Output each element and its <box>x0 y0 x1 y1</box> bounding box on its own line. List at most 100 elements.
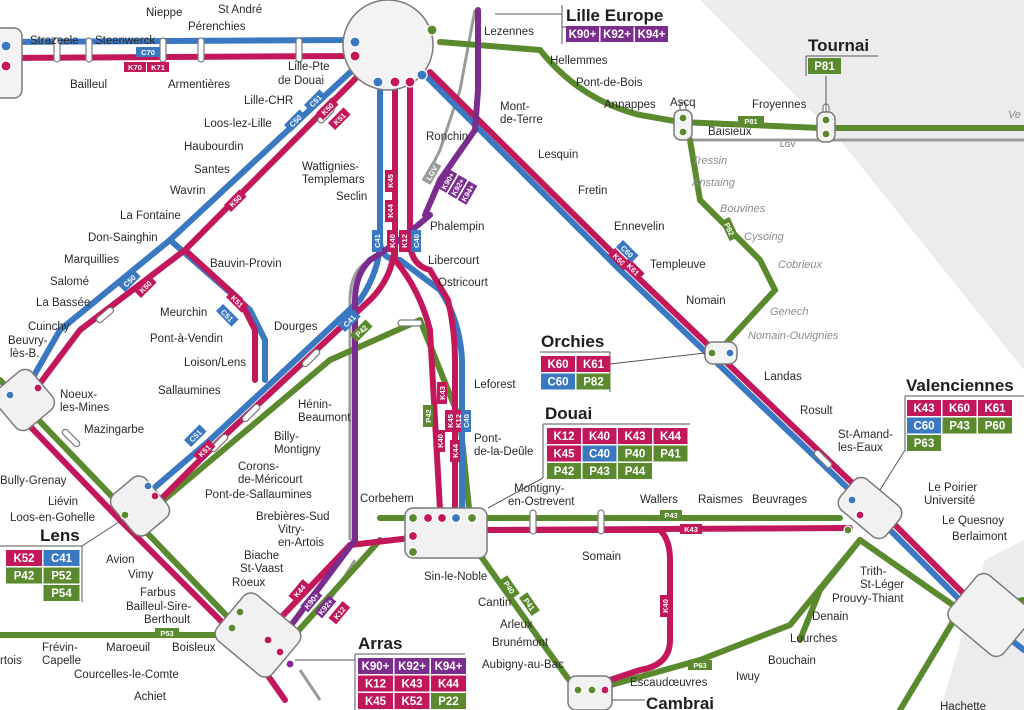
station-label: Fretin <box>578 185 607 197</box>
station-label: Escaudœuvres <box>630 677 708 689</box>
line-badge[interactable] <box>978 417 1012 434</box>
line-badge[interactable] <box>394 693 430 709</box>
line-badge[interactable] <box>358 693 393 709</box>
station-label: Santes <box>194 164 230 176</box>
line-badge[interactable] <box>808 58 841 74</box>
line-badge[interactable] <box>653 428 688 444</box>
line-badge-label: K52 <box>401 696 422 708</box>
station-label: St André <box>218 4 262 16</box>
line-badge[interactable] <box>942 417 977 434</box>
line-badge[interactable] <box>547 428 581 444</box>
tag-c70: C70 <box>141 48 155 57</box>
line-badge[interactable] <box>600 26 634 42</box>
line-badge[interactable] <box>6 550 42 566</box>
hub-lens[interactable]: Lens <box>0 519 123 602</box>
line-badge[interactable] <box>394 658 430 674</box>
line-badge[interactable] <box>431 658 466 674</box>
line-badge[interactable] <box>618 445 652 462</box>
station-label: Bully-Grenay <box>0 475 67 487</box>
station-label: Maroeuil <box>106 642 150 654</box>
station-label: Marquillies <box>64 254 119 266</box>
station-marker <box>529 509 537 535</box>
station-marker <box>197 37 205 63</box>
line-badge-label: K12 <box>365 679 386 691</box>
line-badge[interactable] <box>541 373 575 390</box>
station-label: Bailleul <box>70 79 107 91</box>
station-label: les-Mines <box>60 402 109 414</box>
hub-tournai[interactable]: Tournai <box>805 36 878 112</box>
station-label: Leforest <box>474 379 516 391</box>
station-label: Lourches <box>790 633 838 645</box>
station-label: Courcelles-le-Comte <box>74 669 179 681</box>
station-label: Capelle <box>42 655 81 667</box>
line-badge-label: K90+ <box>362 661 390 673</box>
station-label: Lille-Pte <box>288 61 330 73</box>
line-badge[interactable] <box>43 567 80 584</box>
station-label: Sin-le-Noble <box>424 571 487 583</box>
line-badge[interactable] <box>394 675 430 692</box>
hub-cambrai[interactable]: Cambrai <box>612 694 714 710</box>
line-badge[interactable] <box>618 428 652 444</box>
station-label: Bailleul-Sire- <box>126 601 191 613</box>
tag-k40-2: K40 <box>436 434 445 448</box>
line-badge-label: K92+ <box>398 661 426 673</box>
line-badge[interactable] <box>43 550 80 566</box>
line-badge[interactable] <box>358 658 393 674</box>
line-badge[interactable] <box>43 585 80 601</box>
station-label: Cantin <box>478 597 511 609</box>
line-badge[interactable] <box>576 356 611 372</box>
line-badge-label: P41 <box>660 449 681 461</box>
line-badge[interactable] <box>582 463 617 479</box>
hub-name: Lille Europe <box>566 6 663 25</box>
line-badge[interactable] <box>907 435 941 451</box>
station-ticks <box>53 37 833 535</box>
line-badge[interactable] <box>547 445 581 462</box>
station-label: Avion <box>106 554 135 566</box>
line-badge[interactable] <box>653 445 688 462</box>
line-badge[interactable] <box>582 428 617 444</box>
line-badge[interactable] <box>978 400 1012 416</box>
line-badge[interactable] <box>541 356 575 372</box>
line-badge[interactable] <box>358 675 393 692</box>
station-label: Denain <box>812 611 848 623</box>
station-label: Arleux <box>500 619 533 631</box>
line-badge[interactable] <box>618 463 652 479</box>
line-badge-label: K61 <box>583 359 605 371</box>
station-label: Le Quesnoy <box>942 515 1004 527</box>
line-badge[interactable] <box>907 417 941 434</box>
hub-douai[interactable]: Douai <box>487 404 690 509</box>
line-badge[interactable] <box>6 567 42 584</box>
line-badge[interactable] <box>547 463 581 479</box>
line-badge[interactable] <box>431 675 466 692</box>
tag-k44: K44 <box>386 203 395 218</box>
station-label: Ve <box>1008 109 1021 121</box>
line-badge[interactable] <box>566 26 599 42</box>
hub-arras[interactable]: Arras <box>295 634 465 710</box>
interchange-bethune <box>0 368 56 432</box>
station-label: Rosult <box>800 405 833 417</box>
station-label: Corbehem <box>360 493 414 505</box>
station-label: Pérenchies <box>188 21 246 33</box>
station-label: Froyennes <box>752 99 807 111</box>
line-badge[interactable] <box>431 693 466 709</box>
station-label: Meurchin <box>160 307 207 319</box>
line-badge[interactable] <box>907 400 941 416</box>
line-badge[interactable] <box>942 400 977 416</box>
line-badge-label: K43 <box>913 403 934 415</box>
line-badge[interactable] <box>582 445 617 462</box>
station-label: les-Eaux <box>838 442 883 454</box>
line-badge[interactable] <box>576 373 611 390</box>
tag-k12-2: K12 <box>454 414 463 428</box>
tag-c40-2: C40 <box>462 414 471 428</box>
tag-k45-2: K45 <box>446 414 455 428</box>
hub-valenciennes[interactable]: Valenciennes <box>879 376 1024 491</box>
hub-name: Douai <box>545 404 592 423</box>
line-badge-label: P54 <box>51 588 72 600</box>
station-marker <box>159 37 167 63</box>
line-badge-label: K60 <box>547 359 568 371</box>
station-label: Berlaimont <box>952 531 1008 543</box>
station-label: Trith- <box>860 566 887 578</box>
station-label: Baisieux <box>708 126 752 138</box>
station-label: Ennevelin <box>614 221 665 233</box>
line-badge[interactable] <box>635 26 668 42</box>
